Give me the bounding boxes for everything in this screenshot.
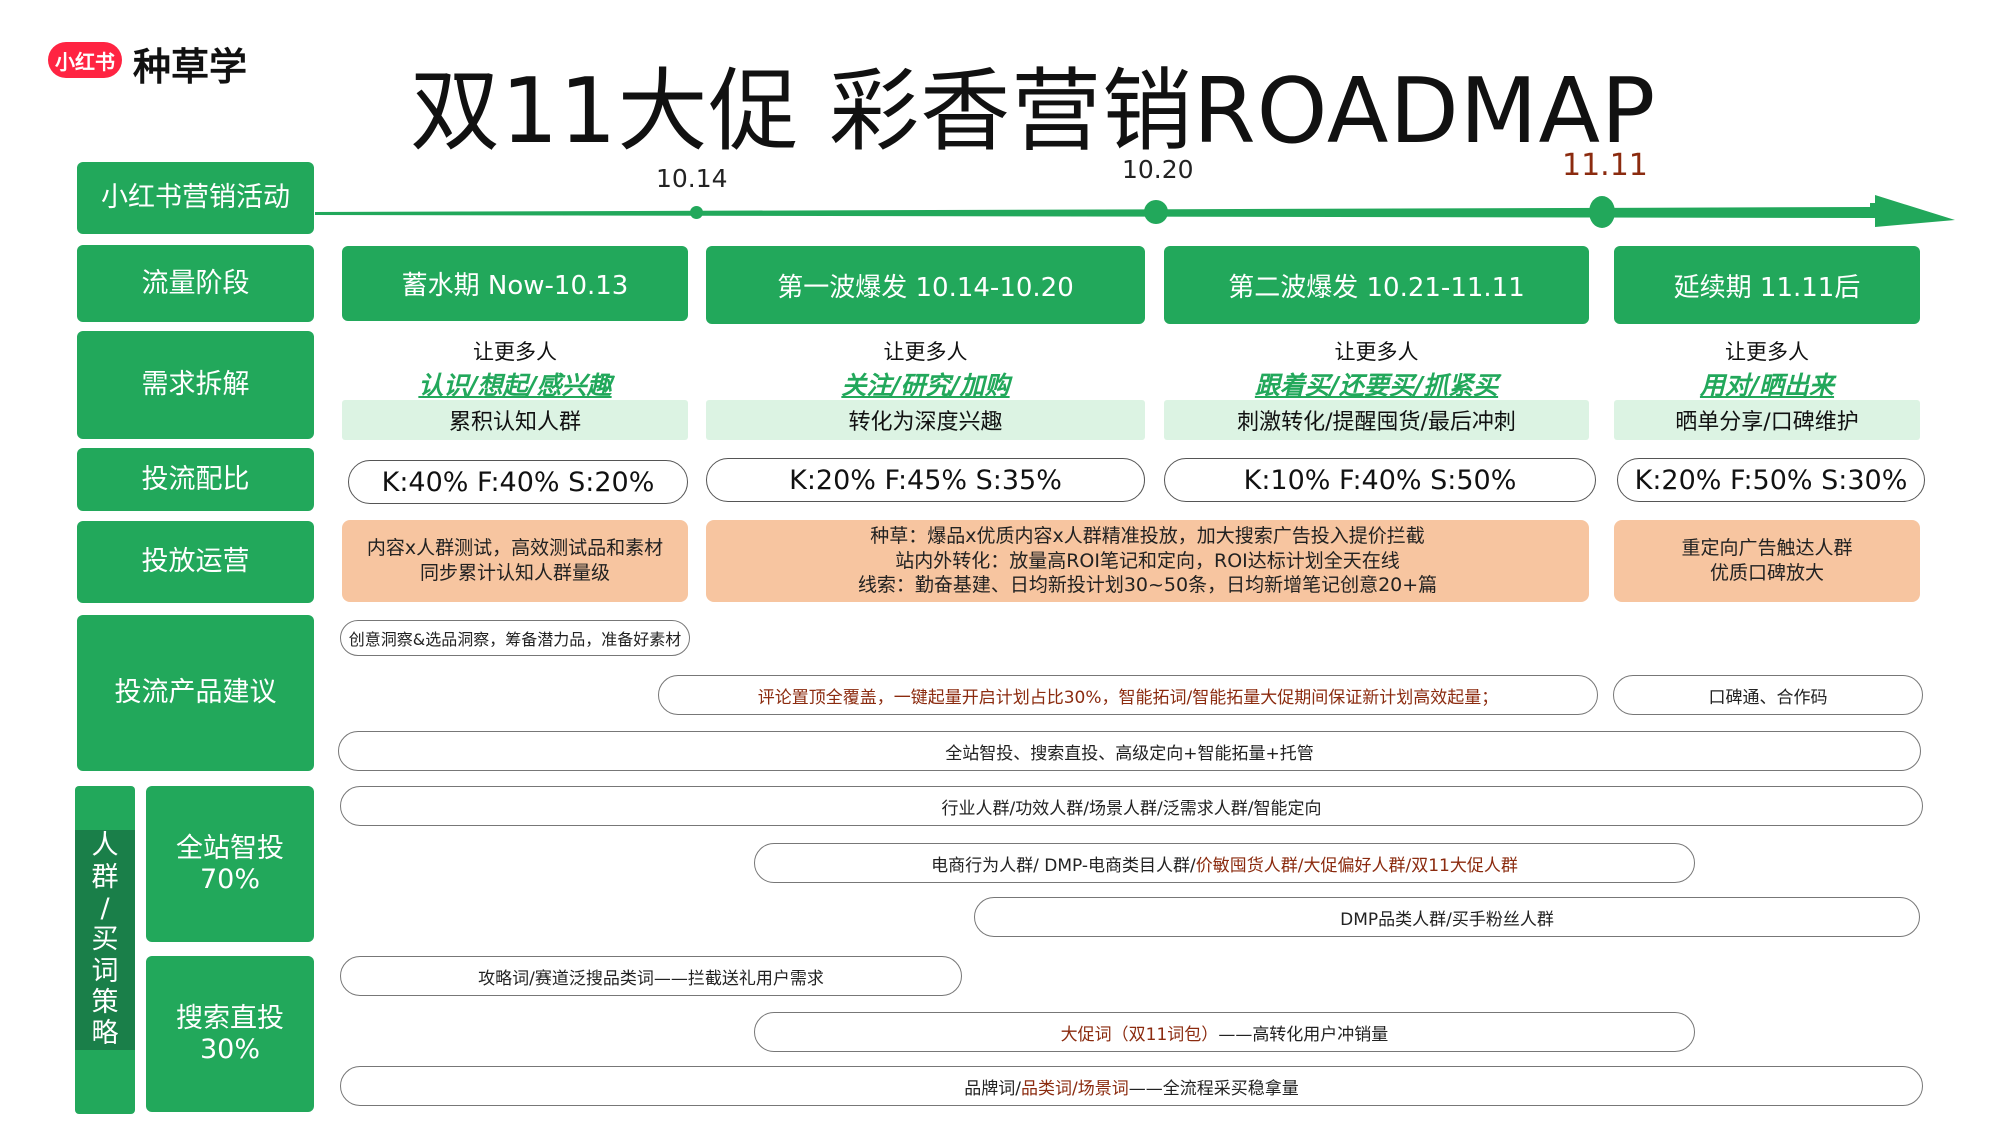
row-label-activity: 小红书营销活动 — [77, 162, 314, 234]
stage-1: 蓄水期 Now-10.13 — [342, 246, 688, 321]
search-pill-2: 大促词（双11词包）——高转化用户冲销量 — [754, 1012, 1695, 1052]
search-percent: 30% — [199, 1034, 260, 1065]
strategy-char-6: 略 — [91, 1018, 119, 1050]
search-pill-1: 攻略词/赛道泛搜品类词——拦截送礼用户需求 — [340, 956, 962, 996]
ops-1-line-1: 内容x人群测试，高效测试品和素材 — [366, 537, 664, 560]
row-label-strategy: 人群/买词策略 — [75, 830, 135, 1050]
strategy-char-0: 人 — [91, 830, 119, 862]
ops-2-line-3: 线索：勤奋基建、日均新投计划30~50条，日均新增笔记创意20+篇 — [857, 574, 1438, 597]
page-title: 双11大促 彩香营销ROADMAP — [410, 59, 1657, 164]
demand-2-box: 转化为深度兴趣 — [706, 400, 1145, 440]
stage-3: 第二波爆发 10.21-11.11 — [1164, 246, 1589, 324]
smart-pill-3: DMP品类人群/买手粉丝人群 — [974, 897, 1920, 937]
row-label-traffic: 流量阶段 — [77, 245, 314, 322]
xiaohongshu-logo: 小红书 — [48, 42, 122, 78]
smart-pill-2-text: 电商行为人群/ DMP-电商类目人群/ — [931, 855, 1196, 876]
demand-1: 让更多人 认识/想起/感兴趣 — [342, 336, 688, 402]
ratio-3: K:10% F:40% S:50% — [1164, 458, 1596, 502]
smart-pill-2-highlight: 价敏囤货人群/大促偏好人群/双11大促人群 — [1195, 855, 1518, 876]
ops-2: 种草：爆品x优质内容x人群精准投放，加大搜索广告投入提价拦截 站内外转化：放量高… — [706, 520, 1589, 602]
row-label-demand-text: 需求拆解 — [141, 369, 250, 401]
strategy-char-4: 词 — [91, 955, 119, 987]
demand-2-top: 让更多人 — [883, 340, 968, 364]
search-pill-3-text: ——全流程采买稳拿量 — [1128, 1078, 1299, 1099]
demand-3-top: 让更多人 — [1334, 340, 1419, 364]
search-pill-2-highlight: 大促词（双11词包） — [1060, 1024, 1219, 1045]
row-label-ops-text: 投放运营 — [141, 546, 250, 578]
timeline-dot-1014 — [690, 206, 703, 219]
search-pill-3-highlight: 品类词/场景词 — [1021, 1078, 1129, 1099]
row-label-product-text: 投流产品建议 — [114, 677, 277, 709]
stage-4: 延续期 11.11后 — [1614, 246, 1920, 324]
ops-1-line-2: 同步累计认知人群量级 — [419, 562, 610, 584]
ops-4-line-2: 优质口碑放大 — [1709, 562, 1824, 584]
ops-2-line-1: 种草：爆品x优质内容x人群精准投放，加大搜索广告投入提价拦截 — [870, 524, 1425, 547]
search-pill-3-brand: 品牌词/ — [964, 1078, 1021, 1099]
ratio-4: K:20% F:50% S:30% — [1617, 458, 1925, 502]
demand-3-emphasis: 跟着买/还要买/抓紧买 — [1254, 371, 1499, 400]
demand-2: 让更多人 关注/研究/加购 — [706, 336, 1145, 402]
ratio-2: K:20% F:45% S:35% — [706, 458, 1145, 502]
product-pill-3: 口碑通、合作码 — [1613, 675, 1923, 715]
strategy-char-1: 群 — [91, 861, 119, 893]
search-pill-3: 品牌词/品类词/场景词——全流程采买稳拿量 — [340, 1066, 1923, 1106]
search-label: 搜索直投 — [176, 1002, 284, 1034]
ops-4: 重定向广告触达人群 优质口碑放大 — [1614, 520, 1920, 602]
row-label-ratio: 投流配比 — [77, 448, 314, 511]
product-pill-4: 全站智投、搜索直投、高级定向+智能拓量+托管 — [338, 731, 1921, 771]
smart-pill-1: 行业人群/功效人群/场景人群/泛需求人群/智能定向 — [340, 786, 1923, 826]
smart-pill-2: 电商行为人群/ DMP-电商类目人群/价敏囤货人群/大促偏好人群/双11大促人群 — [754, 843, 1695, 883]
smart-label: 全站智投 — [176, 832, 284, 864]
row-label-ops: 投放运营 — [77, 521, 314, 603]
demand-1-box: 累积认知人群 — [342, 400, 688, 440]
stage-2: 第一波爆发 10.14-10.20 — [706, 246, 1145, 324]
timeline-arrow — [315, 195, 1955, 227]
product-pill-2: 评论置顶全覆盖，一键起量开启计划占比30%，智能拓词/智能拓量大促期间保证新计划… — [658, 675, 1598, 715]
timeline-line — [315, 195, 1955, 227]
date-1014: 10.14 — [656, 164, 728, 193]
strategy-char-3: 买 — [91, 924, 119, 956]
timeline-dot-1020 — [1144, 200, 1168, 224]
demand-4-box: 晒单分享/口碑维护 — [1614, 400, 1920, 440]
row-label-product: 投流产品建议 — [77, 615, 314, 771]
row-label-traffic-text: 流量阶段 — [141, 267, 250, 299]
demand-1-top: 让更多人 — [473, 340, 557, 364]
ops-4-line-1: 重定向广告触达人群 — [1681, 537, 1853, 560]
demand-3: 让更多人 跟着买/还要买/抓紧买 — [1164, 336, 1589, 402]
ops-2-line-2: 站内外转化：放量高ROI笔记和定向，ROI达标计划全天在线 — [895, 549, 1400, 572]
strategy-char-2: / — [100, 893, 110, 925]
demand-1-emphasis: 认识/想起/感兴趣 — [418, 371, 612, 400]
ops-1: 内容x人群测试，高效测试品和素材 同步累计认知人群量级 — [342, 520, 688, 602]
demand-4: 让更多人 用对/晒出来 — [1614, 336, 1920, 402]
timeline-dot-1111 — [1589, 196, 1615, 228]
product-pill-1: 创意洞察&选品洞察，筹备潜力品，准备好素材 — [340, 620, 690, 656]
smart-percent: 70% — [199, 864, 260, 895]
strategy-char-5: 策 — [91, 986, 119, 1018]
demand-4-emphasis: 用对/晒出来 — [1699, 371, 1835, 400]
ratio-1: K:40% F:40% S:20% — [348, 460, 688, 504]
row-label-activity-text: 小红书营销活动 — [101, 182, 290, 214]
demand-2-emphasis: 关注/研究/加购 — [841, 371, 1010, 400]
logo-text: 种草学 — [133, 45, 248, 89]
row-label-demand: 需求拆解 — [77, 331, 314, 439]
date-1111: 11.11 — [1562, 148, 1648, 183]
date-1020: 10.20 — [1122, 155, 1194, 184]
search-pill-2-text: ——高转化用户冲销量 — [1218, 1024, 1389, 1045]
row-label-ratio-text: 投流配比 — [141, 463, 250, 495]
demand-3-box: 刺激转化/提醒囤货/最后冲刺 — [1164, 400, 1589, 440]
demand-4-top: 让更多人 — [1725, 340, 1809, 364]
